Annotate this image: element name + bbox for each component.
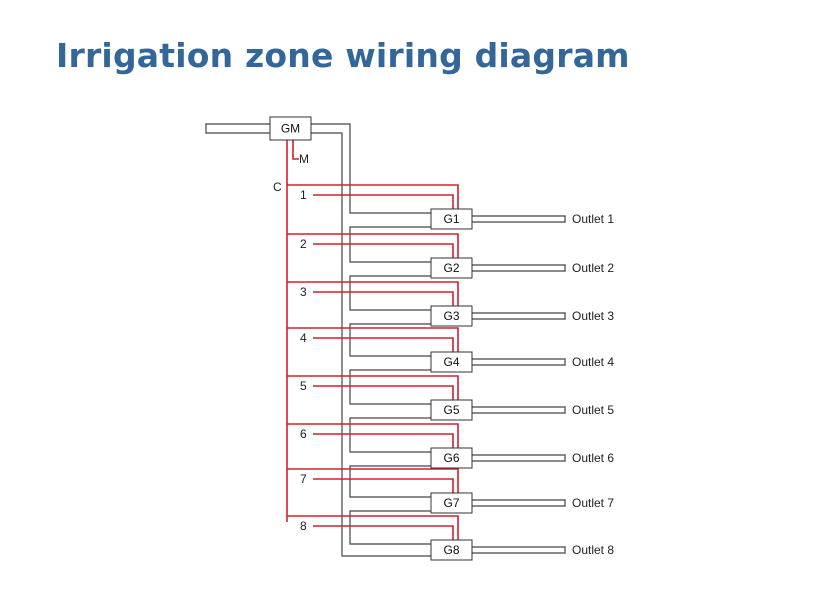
zone-wire-label: 4 [300,331,307,345]
wire-layer [286,140,459,540]
zone-wire-label: 3 [300,285,307,299]
valve-box [430,399,473,421]
outlet-label: Outlet 5 [572,403,614,417]
valve-box [430,257,473,279]
zone-wire-label: 7 [300,472,307,486]
zone-wire-label: 5 [300,379,307,393]
zone-wire [313,433,454,448]
zone-wire [313,385,454,400]
zone-wire [313,291,454,306]
branch-pipe [349,417,431,453]
trunk-pipe-outer [311,132,431,557]
outlet-label: Outlet 2 [572,261,614,275]
valve-label: G5 [443,403,459,417]
common-tap-wire [287,515,459,540]
outlet-label: Outlet 1 [572,212,614,226]
zone-wire [313,243,454,258]
common-tap-wire [287,233,459,258]
zone-wire [313,194,454,209]
valve-box [430,351,473,373]
common-label: C [273,180,282,194]
zone-wire [313,525,454,540]
outlet-label: Outlet 7 [572,496,614,510]
valve-label: G1 [443,212,459,226]
valve-box [430,539,473,561]
outlet-label: Outlet 8 [572,543,614,557]
master-label: M [299,152,309,166]
main-valve-label: GM [281,122,300,136]
trunk-pipe-inner [311,123,351,200]
valve-box [430,208,473,230]
valve-box [430,305,473,327]
common-tap-wire [287,184,459,209]
pipe-layer [205,123,566,557]
zone-wire-label: 6 [300,427,307,441]
branch-pipe [349,465,431,498]
zone-wire [313,478,454,493]
branch-pipe [349,369,431,405]
outlet-label: Outlet 3 [572,309,614,323]
branch-pipe [349,275,431,311]
common-tap-wire [287,281,459,306]
branch-pipe [349,510,431,545]
common-tap-wire [287,327,459,352]
outlet-label: Outlet 6 [572,451,614,465]
valve-layer [269,116,473,561]
page-title: Irrigation zone wiring diagram [56,36,630,75]
main-valve-box [269,116,312,141]
zone-wire-label: 1 [300,188,307,202]
branch-pipe [349,323,431,357]
master-wire [292,140,299,160]
common-tap-wire [287,375,459,400]
valve-label: G7 [443,496,459,510]
common-tap-wire [287,423,459,448]
zone-wire [313,337,454,352]
valve-label: G3 [443,309,459,323]
valve-box [430,492,473,514]
valve-label: G8 [443,543,459,557]
common-tap-wire [287,468,459,493]
valve-box [430,447,473,469]
outlet-label: Outlet 4 [572,355,614,369]
branch-pipe [349,200,431,214]
valve-label: G2 [443,261,459,275]
zone-wire-label: 2 [300,237,307,251]
valve-label: G4 [443,355,459,369]
zone-wire-label: 8 [300,519,307,533]
valve-label: G6 [443,451,459,465]
